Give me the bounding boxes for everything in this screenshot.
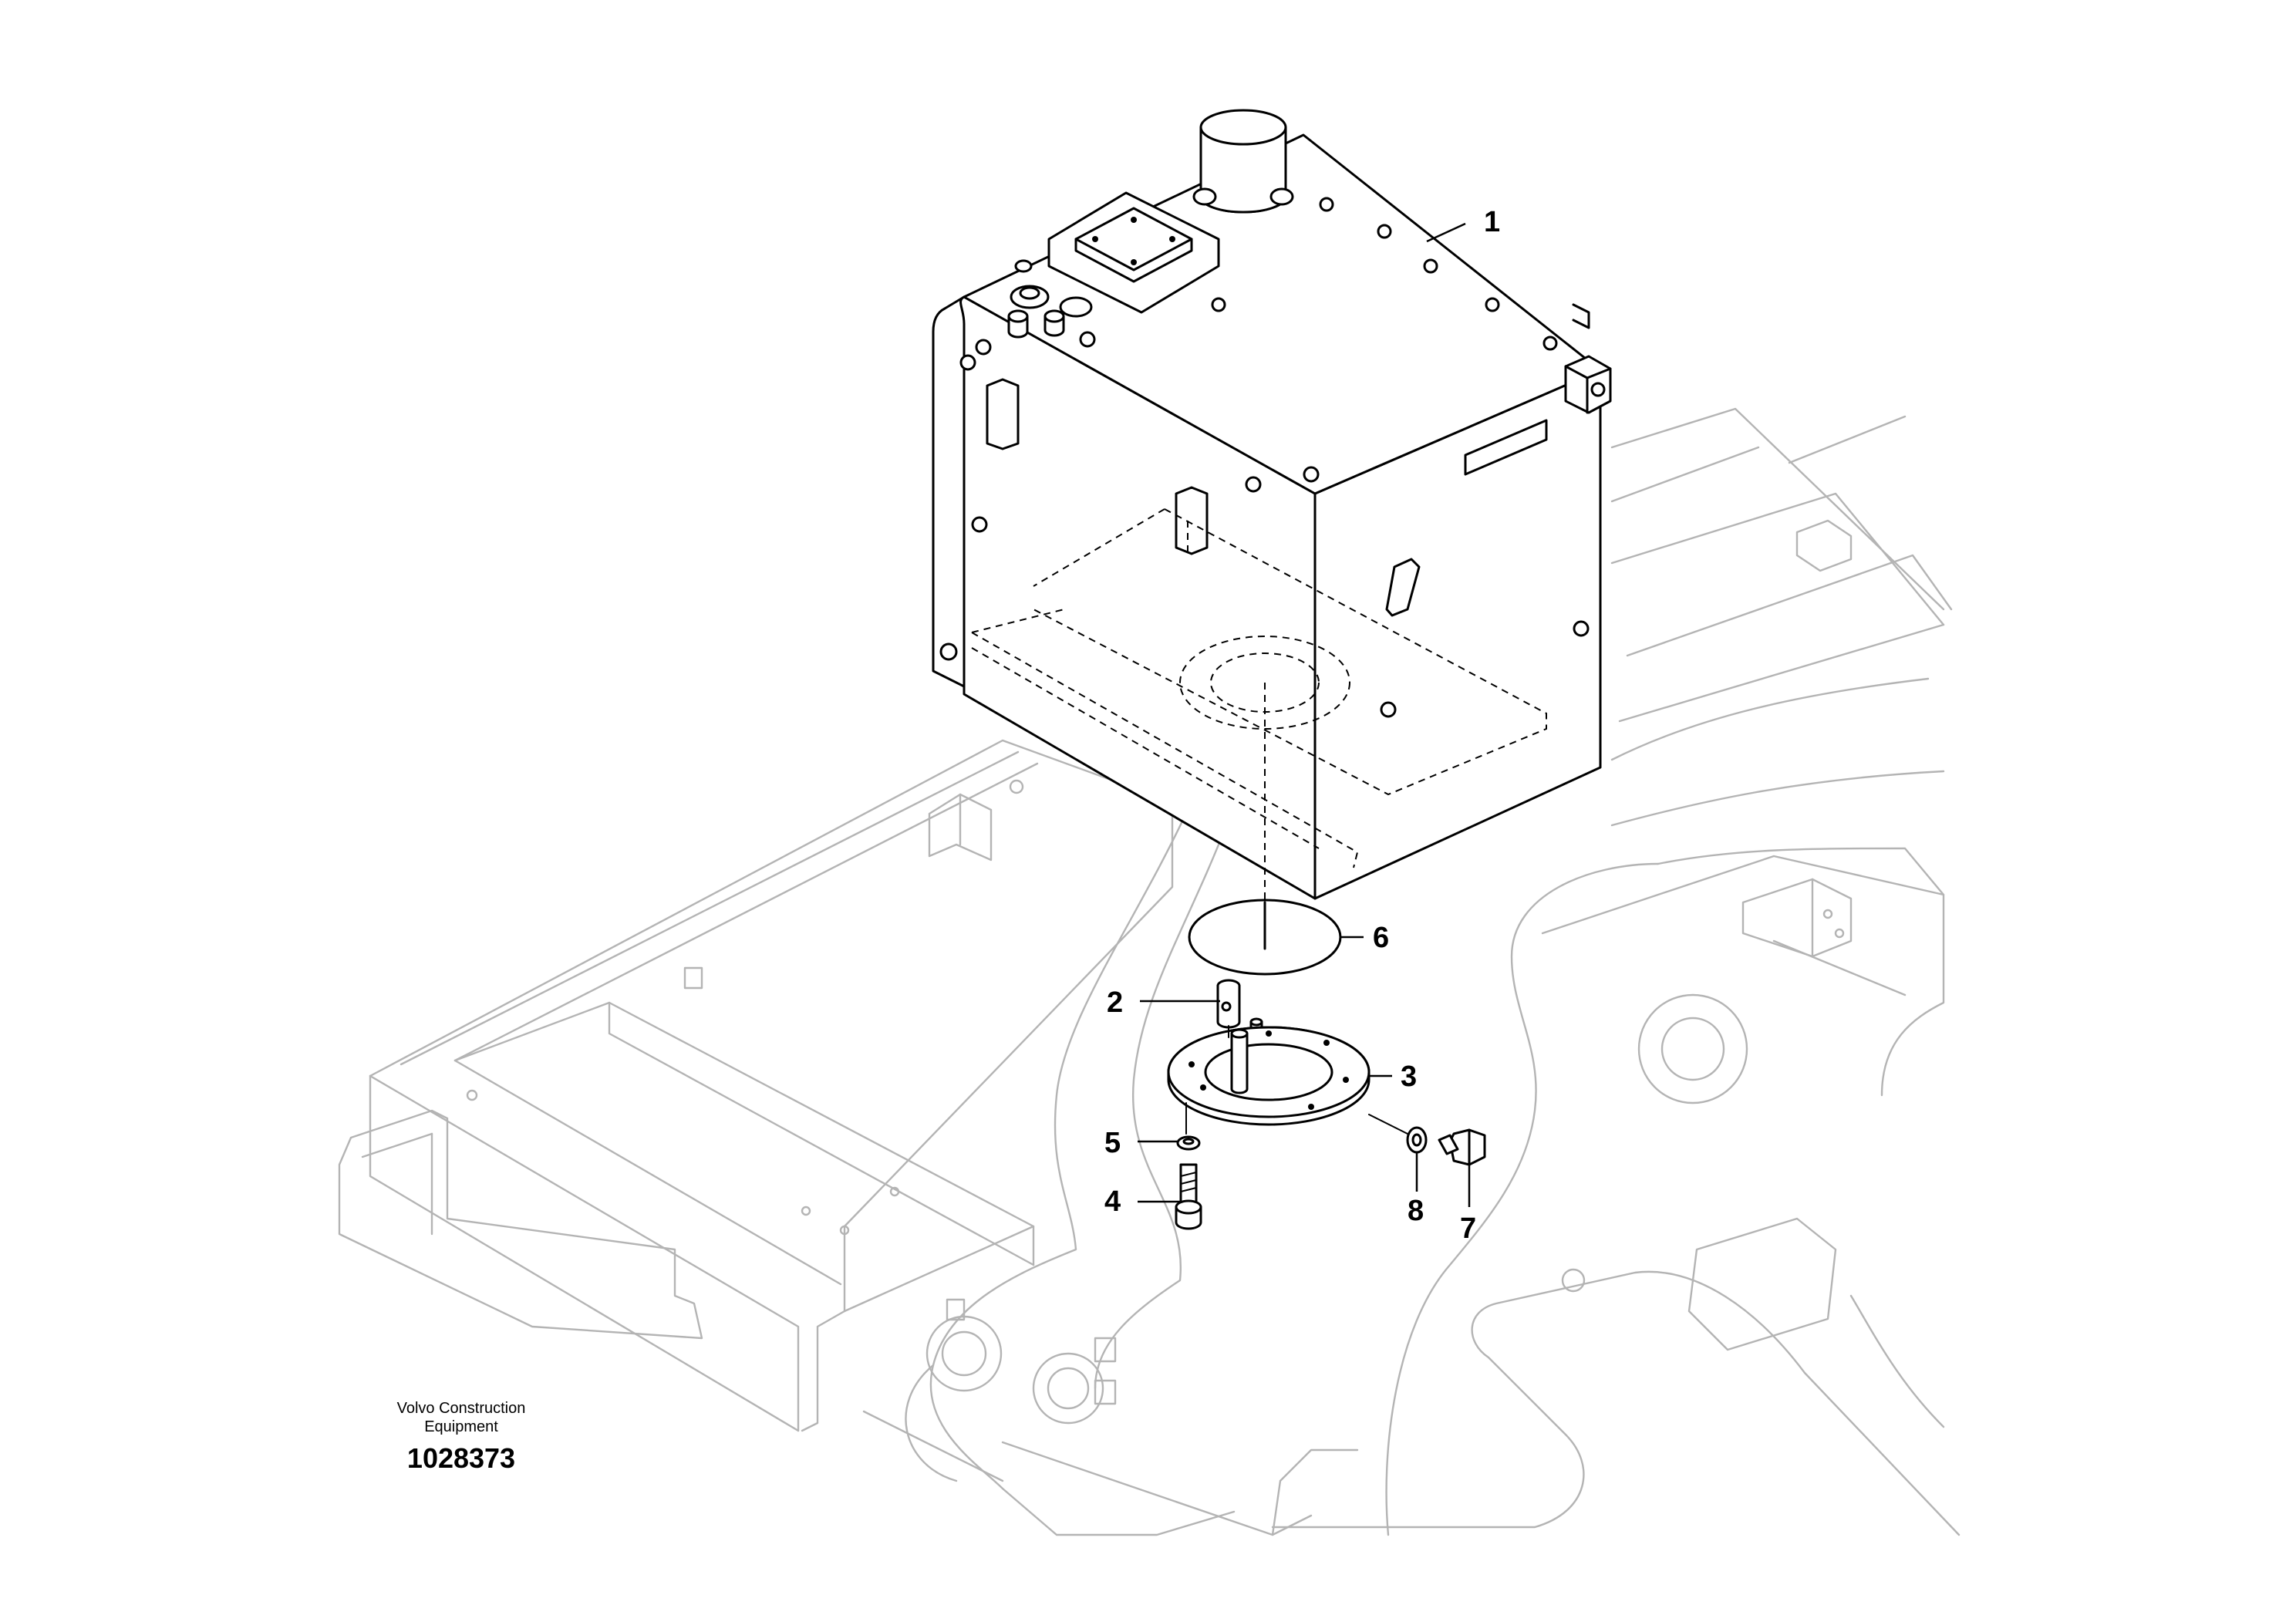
callout-1: 1 (1484, 206, 1500, 238)
plug (1438, 1128, 1486, 1166)
callout-8: 8 (1408, 1195, 1424, 1227)
callout-2: 2 (1107, 986, 1123, 1019)
machine-frame (338, 407, 1961, 1536)
caption-line-2: Equipment (424, 1418, 498, 1435)
caption-line-1: Volvo Construction (397, 1400, 526, 1417)
screw (1175, 1163, 1202, 1230)
callout-7: 7 (1460, 1212, 1476, 1245)
flange-plate (1167, 1025, 1371, 1126)
callout-6: 6 (1373, 922, 1389, 954)
leader-lines (1138, 222, 1471, 1207)
drawing-number: 1028373 (407, 1442, 515, 1474)
callout-3: 3 (1401, 1061, 1417, 1093)
tank (932, 109, 1612, 902)
callout-4: 4 (1104, 1185, 1121, 1218)
callout-5: 5 (1104, 1127, 1121, 1159)
o-ring (1188, 899, 1342, 976)
washer (1176, 1102, 1201, 1151)
caption: Volvo Construction Equipment 1028373 (397, 1400, 526, 1474)
sensor (1216, 979, 1263, 1050)
seal-washer (1368, 1114, 1428, 1154)
